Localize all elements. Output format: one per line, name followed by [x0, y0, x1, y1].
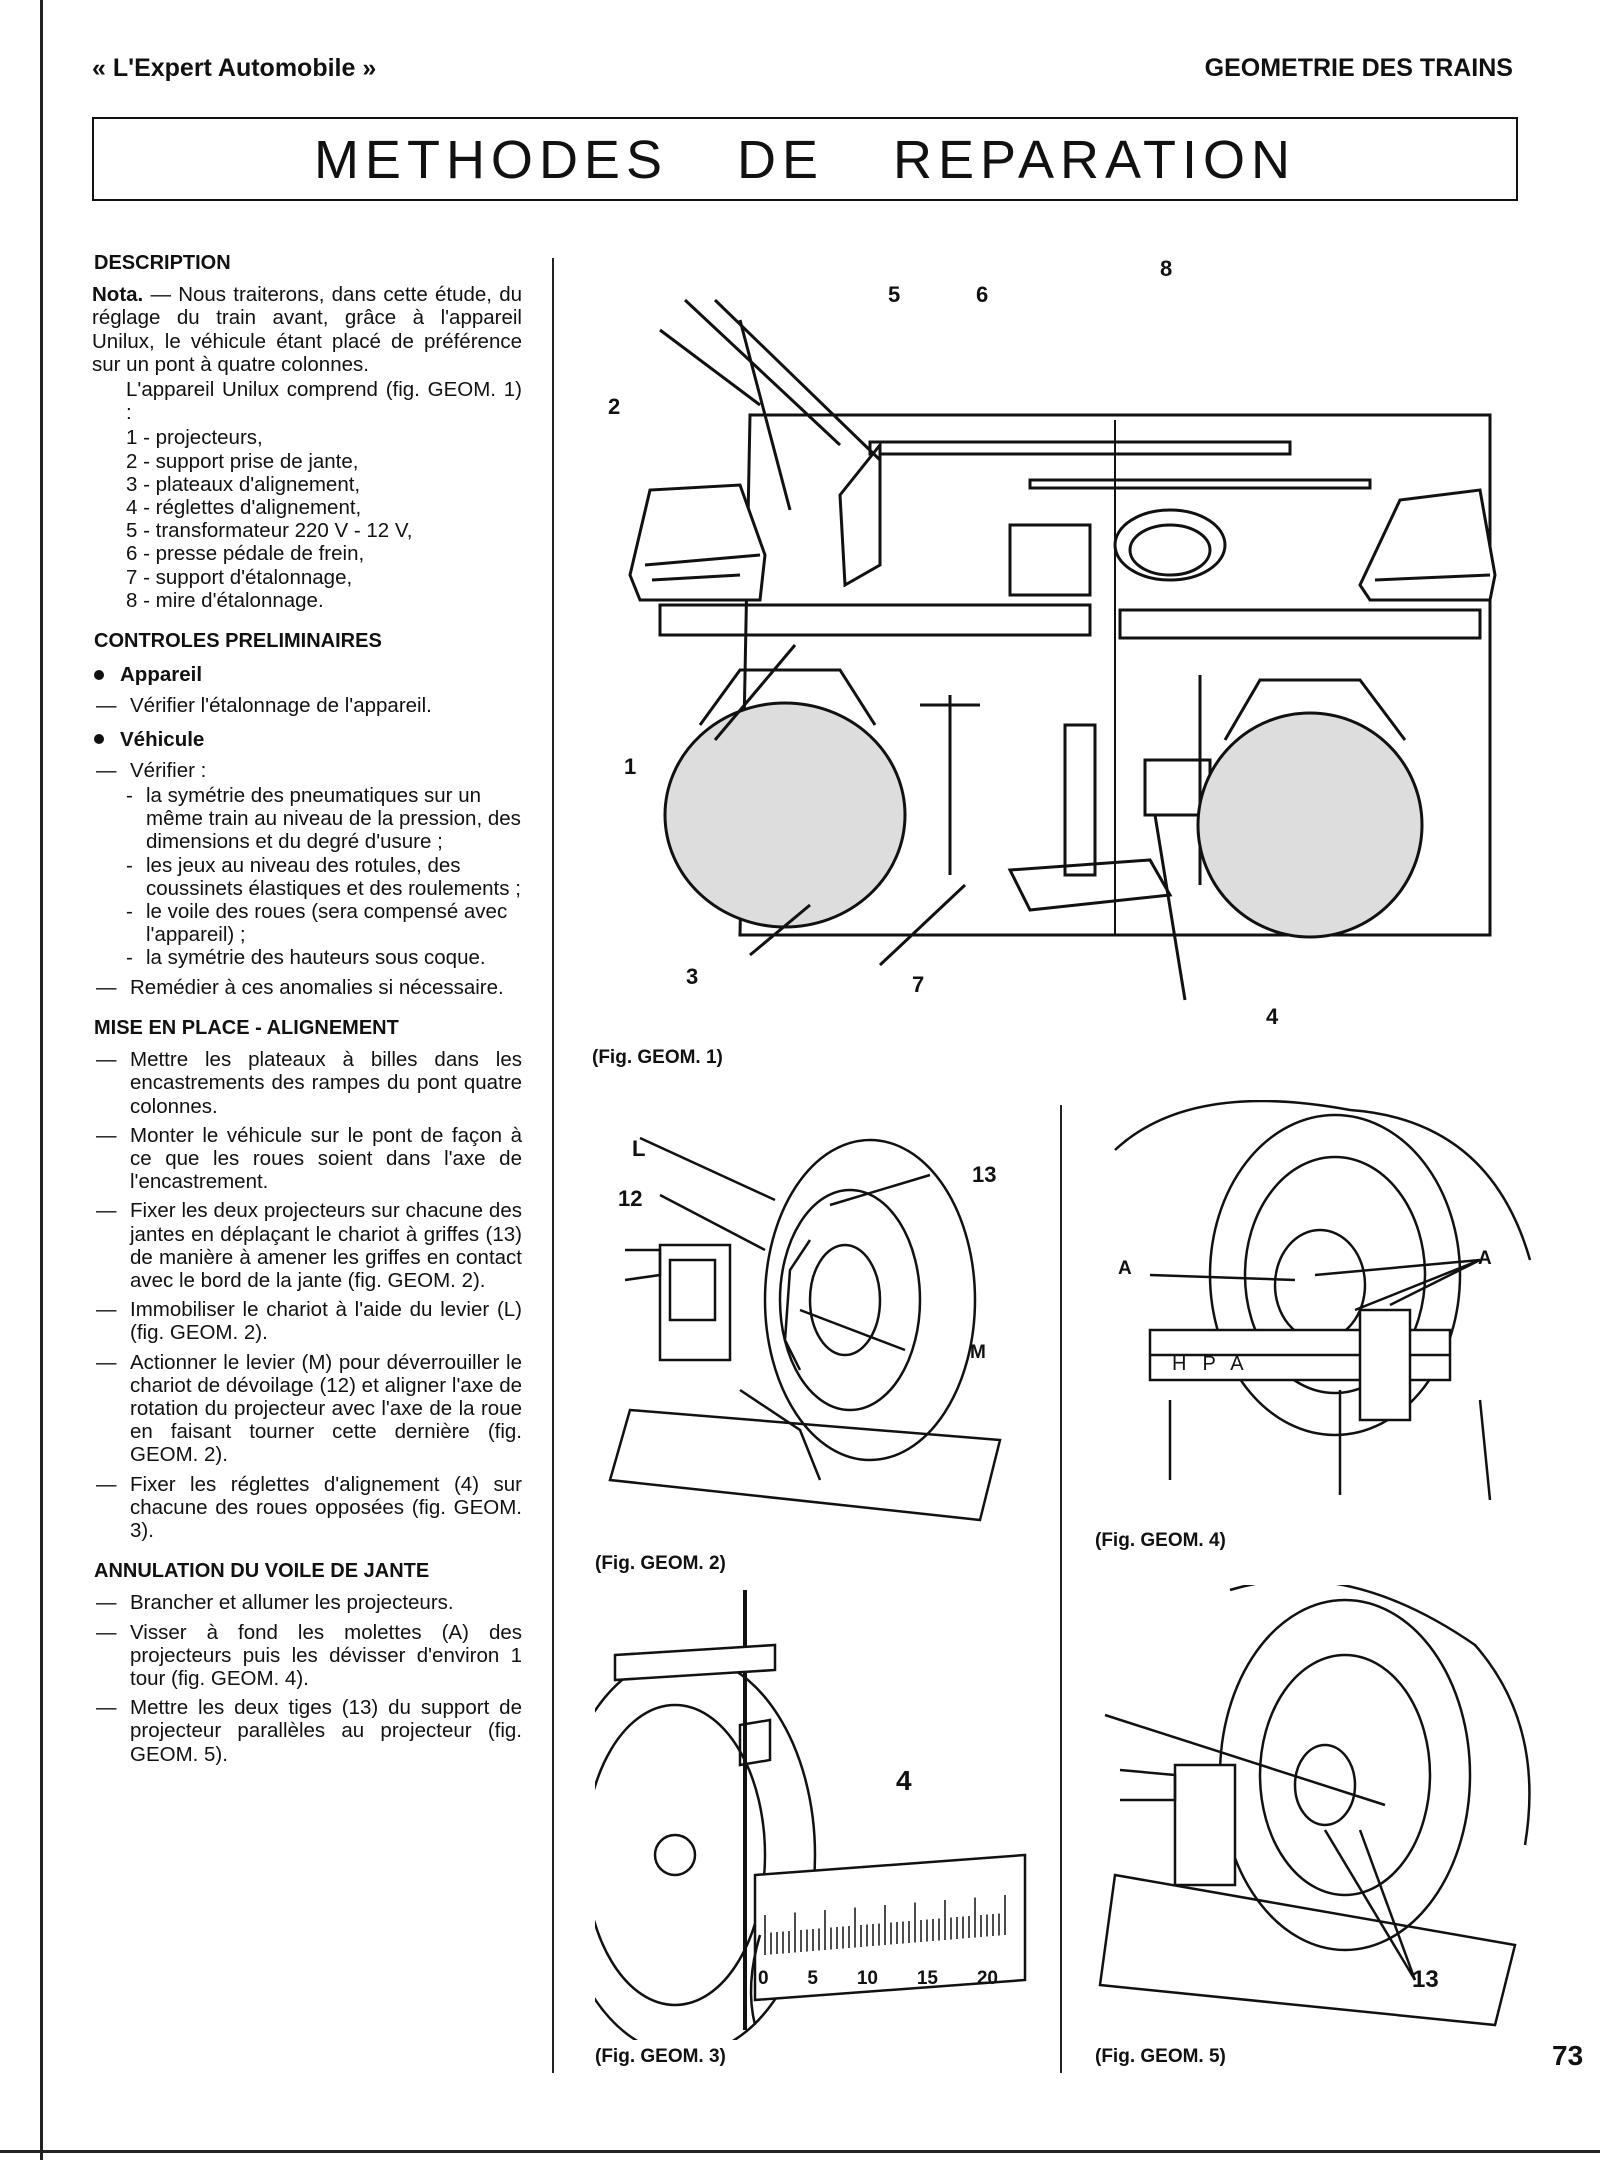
fig-geom-3-illustration [595, 1590, 1027, 2040]
fig4-caption: (Fig. GEOM. 4) [1095, 1530, 1226, 1551]
fig4-label-A-left: A [1118, 1258, 1132, 1279]
fig5-label-13: 13 [1412, 1966, 1439, 1993]
column-divider [552, 258, 554, 2073]
bullet-icon [94, 669, 104, 680]
fig3-label-4: 4 [896, 1765, 912, 1796]
page-title: METHODES DE REPARATION [313, 130, 1297, 190]
nota-paragraph: Nota. — Nous traiterons, dans cette étud… [92, 283, 522, 376]
list-item: —Immobiliser le chariot à l'aide du levi… [96, 1298, 522, 1345]
fig3-scale: 0 5 10 15 20 [758, 1968, 998, 1990]
figure-divider [1060, 1105, 1062, 2073]
fig1-label-3: 3 [686, 964, 699, 989]
fig-geom-2-illustration [608, 1136, 1002, 1522]
list-item: 4 - réglettes d'alignement, [126, 496, 362, 520]
scale-label: 5 [807, 1968, 818, 1989]
list-item: —Mettre les deux tiges (13) du support d… [96, 1696, 522, 1766]
description-heading: DESCRIPTION [94, 252, 231, 274]
fig1-label-2: 2 [608, 394, 621, 419]
device-intro: L'appareil Unilux comprend (fig. GEOM. 1… [126, 378, 522, 425]
fig1-label-6: 6 [976, 282, 989, 307]
page-number: 73 [1552, 2040, 1584, 2071]
fig1-label-8: 8 [1160, 256, 1173, 281]
list-item: -le voile des roues (sera compensé avec … [126, 900, 508, 947]
device-items: 1 - projecteurs, 2 - support prise de ja… [92, 426, 522, 612]
list-item: 6 - presse pédale de frein, [126, 542, 365, 566]
nota-label: Nota. [92, 283, 144, 307]
fig2-label-M: M [970, 1342, 986, 1363]
bullet-appareil: Appareil [94, 663, 522, 686]
list-item: —Mettre les plateaux à billes dans les e… [96, 1048, 522, 1118]
fig1-label-7: 7 [912, 972, 925, 997]
fig2-label-13: 13 [972, 1162, 997, 1187]
title-box: METHODES DE REPARATION [92, 117, 1518, 201]
fig2-label-L: L [632, 1136, 646, 1161]
list-item: 3 - plateaux d'alignement, [126, 472, 361, 496]
scale-label: 0 [758, 1968, 769, 1989]
list-item: —Fixer les deux projecteurs sur chacune … [96, 1199, 522, 1292]
list-item: -les jeux au niveau des rotules, des cou… [126, 853, 521, 900]
bullet-vehicule: Véhicule [94, 728, 522, 751]
fig2-caption: (Fig. GEOM. 2) [595, 1553, 726, 1574]
mise-en-place-heading: MISE EN PLACE - ALIGNEMENT [94, 1016, 399, 1039]
page-left-border [40, 0, 43, 2160]
list-item: —Remédier à ces anomalies si nécessaire. [96, 975, 504, 999]
text-column: DESCRIPTION Nota. — Nous traiterons, dan… [92, 252, 522, 1768]
list-item: 2 - support prise de jante, [126, 449, 359, 473]
fig1-caption: (Fig. GEOM. 1) [592, 1047, 723, 1068]
bullet-icon [94, 734, 104, 745]
annulation-heading: ANNULATION DU VOILE DE JANTE [94, 1560, 430, 1583]
fig4-label-A-right: A [1478, 1248, 1492, 1269]
fig1-label-5: 5 [888, 282, 901, 307]
list-item: 5 - transformateur 220 V - 12 V, [126, 519, 413, 543]
publication-name: « L'Expert Automobile » [92, 54, 377, 82]
scale-label: 20 [976, 1968, 998, 1989]
fig1-label-4: 4 [1266, 1004, 1279, 1029]
list-item: 7 - support d'étalonnage, [126, 565, 353, 589]
fig3-caption: (Fig. GEOM. 3) [595, 2046, 726, 2067]
list-item: -la symétrie des hauteurs sous coque. [126, 946, 486, 970]
fig2-label-12: 12 [618, 1186, 643, 1211]
fig-geom-1-illustration [628, 298, 1497, 1001]
list-item: —Vérifier l'étalonnage de l'appareil. [96, 694, 432, 718]
fig1-label-1: 1 [624, 754, 637, 779]
list-item: —Actionner le levier (M) pour déverrouil… [96, 1350, 522, 1467]
list-item: 1 - projecteurs, [126, 426, 263, 450]
page-bottom-border [0, 2150, 1600, 2153]
controles-heading: CONTROLES PRELIMINAIRES [94, 630, 382, 653]
list-item: —Monter le véhicule sur le pont de façon… [96, 1123, 522, 1194]
list-item: -la symétrie des pneumatiques sur un mêm… [126, 784, 521, 854]
fig-geom-4-illustration [1114, 1100, 1532, 1501]
list-item: —Fixer les réglettes d'alignement (4) su… [96, 1472, 522, 1542]
list-item: —Brancher et allumer les projecteurs. [96, 1591, 454, 1615]
fig4-plate-text: HPA [1172, 1353, 1260, 1375]
scale-label: 10 [856, 1968, 878, 1989]
nota-text: — Nous traiterons, dans cette étude, du … [92, 283, 523, 376]
section-name: GEOMETRIE DES TRAINS [1204, 54, 1513, 82]
fig5-caption: (Fig. GEOM. 5) [1095, 2046, 1226, 2067]
list-item: —Vérifier : [96, 758, 207, 782]
scale-label: 15 [916, 1968, 938, 1989]
list-item: —Visser à fond les molettes (A) des proj… [96, 1620, 522, 1690]
list-item: 8 - mire d'étalonnage. [126, 588, 324, 612]
fig-geom-5-illustration [1098, 1585, 1531, 2027]
